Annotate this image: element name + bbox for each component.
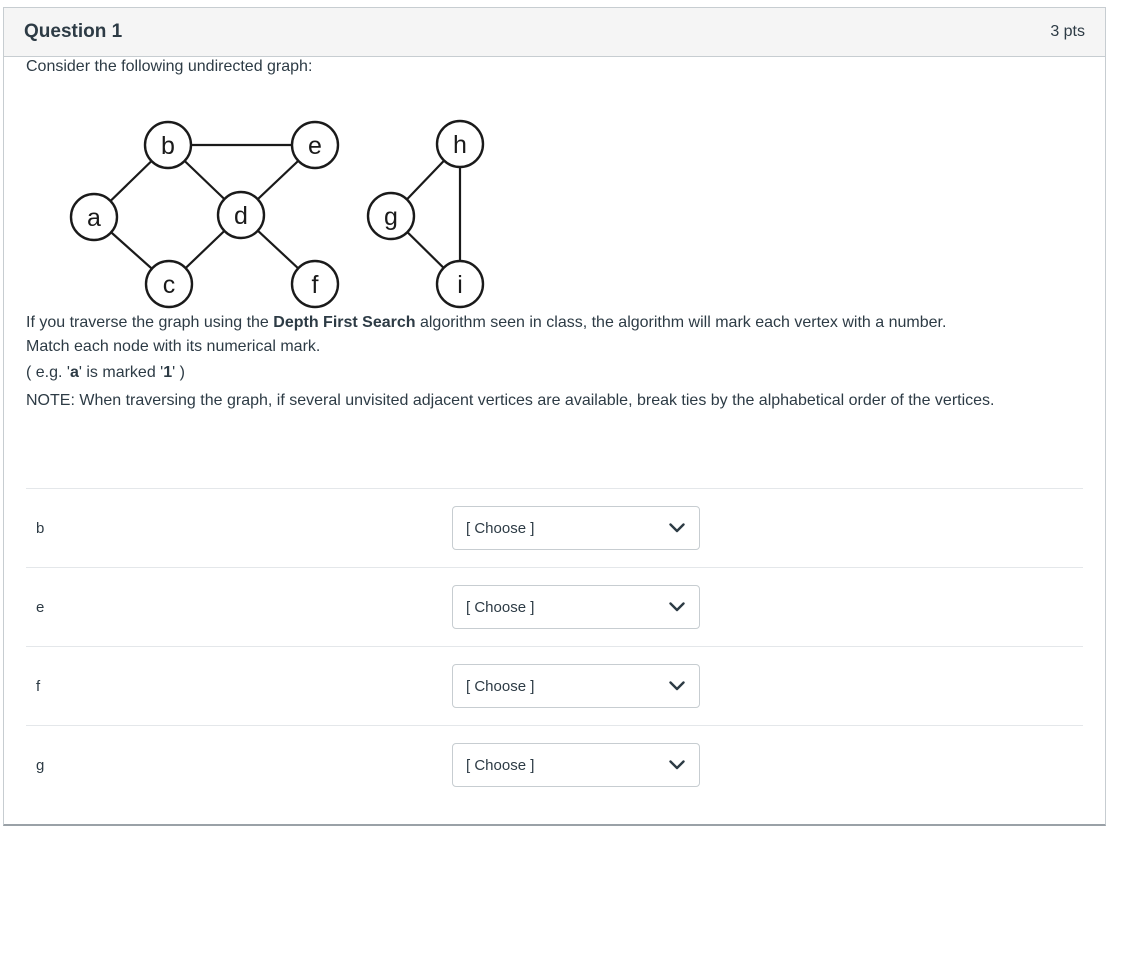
example-mid: ' is marked ' [78, 364, 164, 381]
answer-select-b[interactable]: [ Choose ] [452, 506, 700, 550]
example-mark: 1 [163, 364, 173, 381]
question-card: Question 1 3 pts Consider the following … [3, 7, 1106, 826]
match-row-g: g [ Choose ] [26, 725, 1083, 804]
question-title: Question 1 [24, 21, 123, 42]
answer-select-g[interactable]: [ Choose ] [452, 743, 700, 787]
graph-node-g [366, 191, 416, 241]
graph-node-label-e: e [308, 132, 322, 160]
graph-node-a [69, 192, 119, 242]
question-prompt-text: If you traverse the graph using the Dept… [26, 312, 1083, 334]
example-node: a [69, 364, 79, 381]
example-pre: ( e.g. ' [26, 364, 70, 381]
answer-select-e[interactable]: [ Choose ] [452, 585, 700, 629]
answer-select-wrap-b: [ Choose ] [452, 506, 700, 550]
graph-node-h [435, 119, 485, 169]
match-prompt-f: f [36, 677, 41, 695]
answer-select-wrap-g: [ Choose ] [452, 743, 700, 787]
prompt-text-bold: Depth First Search [273, 314, 416, 331]
graph-node-label-b: b [161, 132, 175, 160]
graph-node-label-a: a [87, 204, 101, 232]
match-prompt-b: b [36, 519, 45, 537]
match-instruction-text: Match each node with its numerical mark.… [26, 334, 1083, 386]
graph-node-i [435, 259, 485, 309]
match-row-e: e [ Choose ] [26, 567, 1083, 646]
graph-node-label-h: h [453, 131, 467, 159]
graph-node-c [144, 259, 194, 309]
match-row-f: f [ Choose ] [26, 646, 1083, 725]
prompt-text-pre: If you traverse the graph using the [26, 314, 274, 331]
prompt-text-post: algorithm seen in class, the algorithm w… [415, 314, 947, 331]
graph-node-label-f: f [312, 271, 319, 299]
graph-node-e [290, 120, 340, 170]
answer-select-f[interactable]: [ Choose ] [452, 664, 700, 708]
match-instruction-line: Match each node with its numerical mark. [26, 338, 321, 355]
match-prompt-g: g [36, 756, 45, 774]
answer-select-wrap-f: [ Choose ] [452, 664, 700, 708]
graph-node-d [216, 190, 266, 240]
match-row-b: b [ Choose ] [26, 488, 1083, 567]
question-header: Question 1 3 pts [4, 8, 1105, 57]
graph-node-f [290, 259, 340, 309]
graph-node-label-d: d [234, 202, 248, 230]
question-intro-text: Consider the following undirected graph: [26, 58, 313, 75]
match-prompt-e: e [36, 598, 45, 616]
graph-node-b [143, 120, 193, 170]
undirected-graph-figure: a b c d e f g h i [69, 119, 485, 309]
answer-select-wrap-e: [ Choose ] [452, 585, 700, 629]
example-post: ' ) [172, 364, 185, 381]
graph-node-label-g: g [384, 203, 398, 231]
matching-answers: b [ Choose ] e [ Choose ] f [26, 488, 1083, 804]
question-body: Consider the following undirected graph:… [4, 57, 1105, 824]
graph-node-label-c: c [163, 271, 176, 299]
note-text: NOTE: When traversing the graph, if seve… [26, 392, 995, 409]
question-points: 3 pts [1050, 23, 1085, 40]
graph-node-label-i: i [457, 271, 463, 299]
